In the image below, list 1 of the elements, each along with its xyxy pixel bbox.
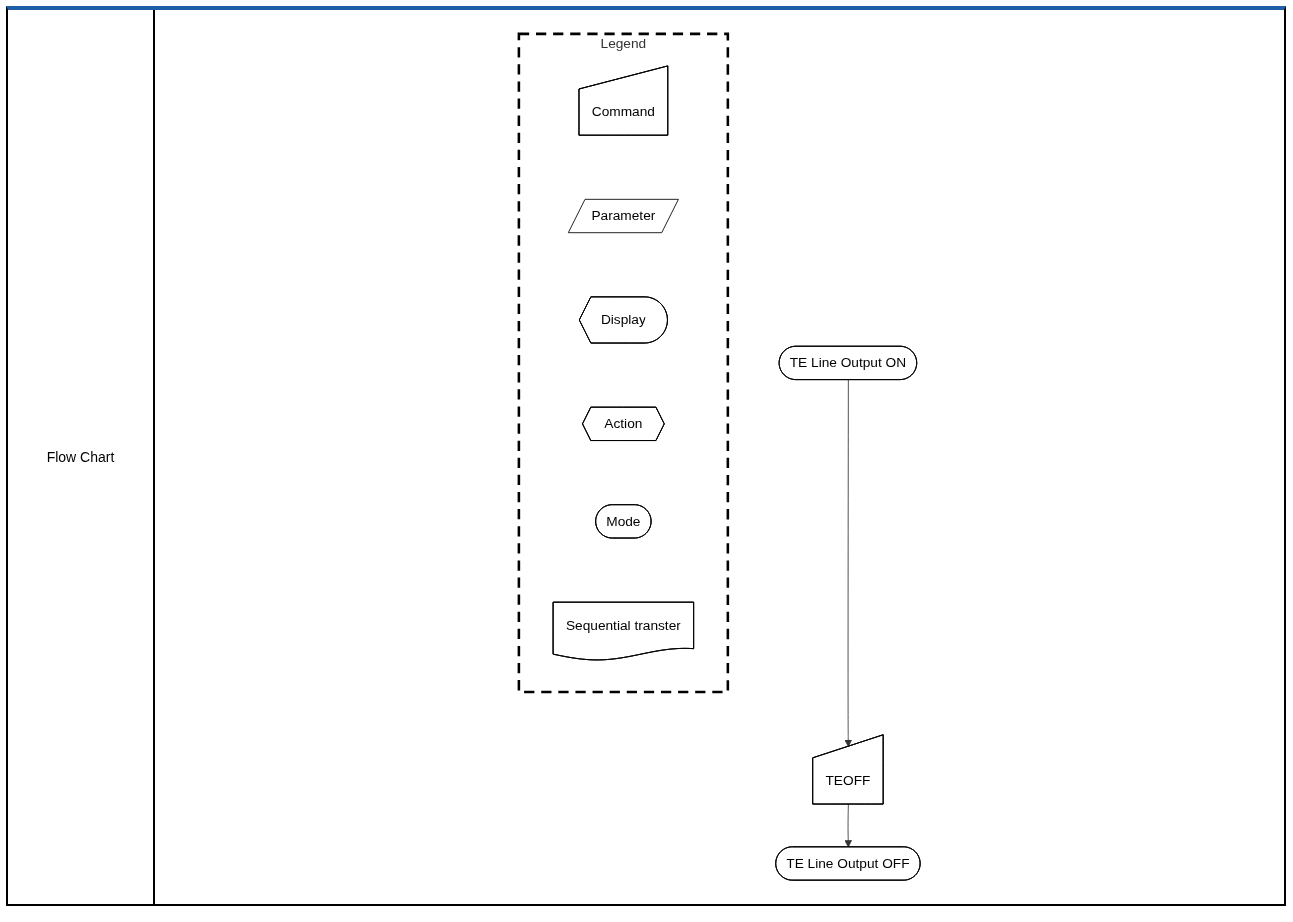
row-label: Flow Chart <box>46 449 115 465</box>
